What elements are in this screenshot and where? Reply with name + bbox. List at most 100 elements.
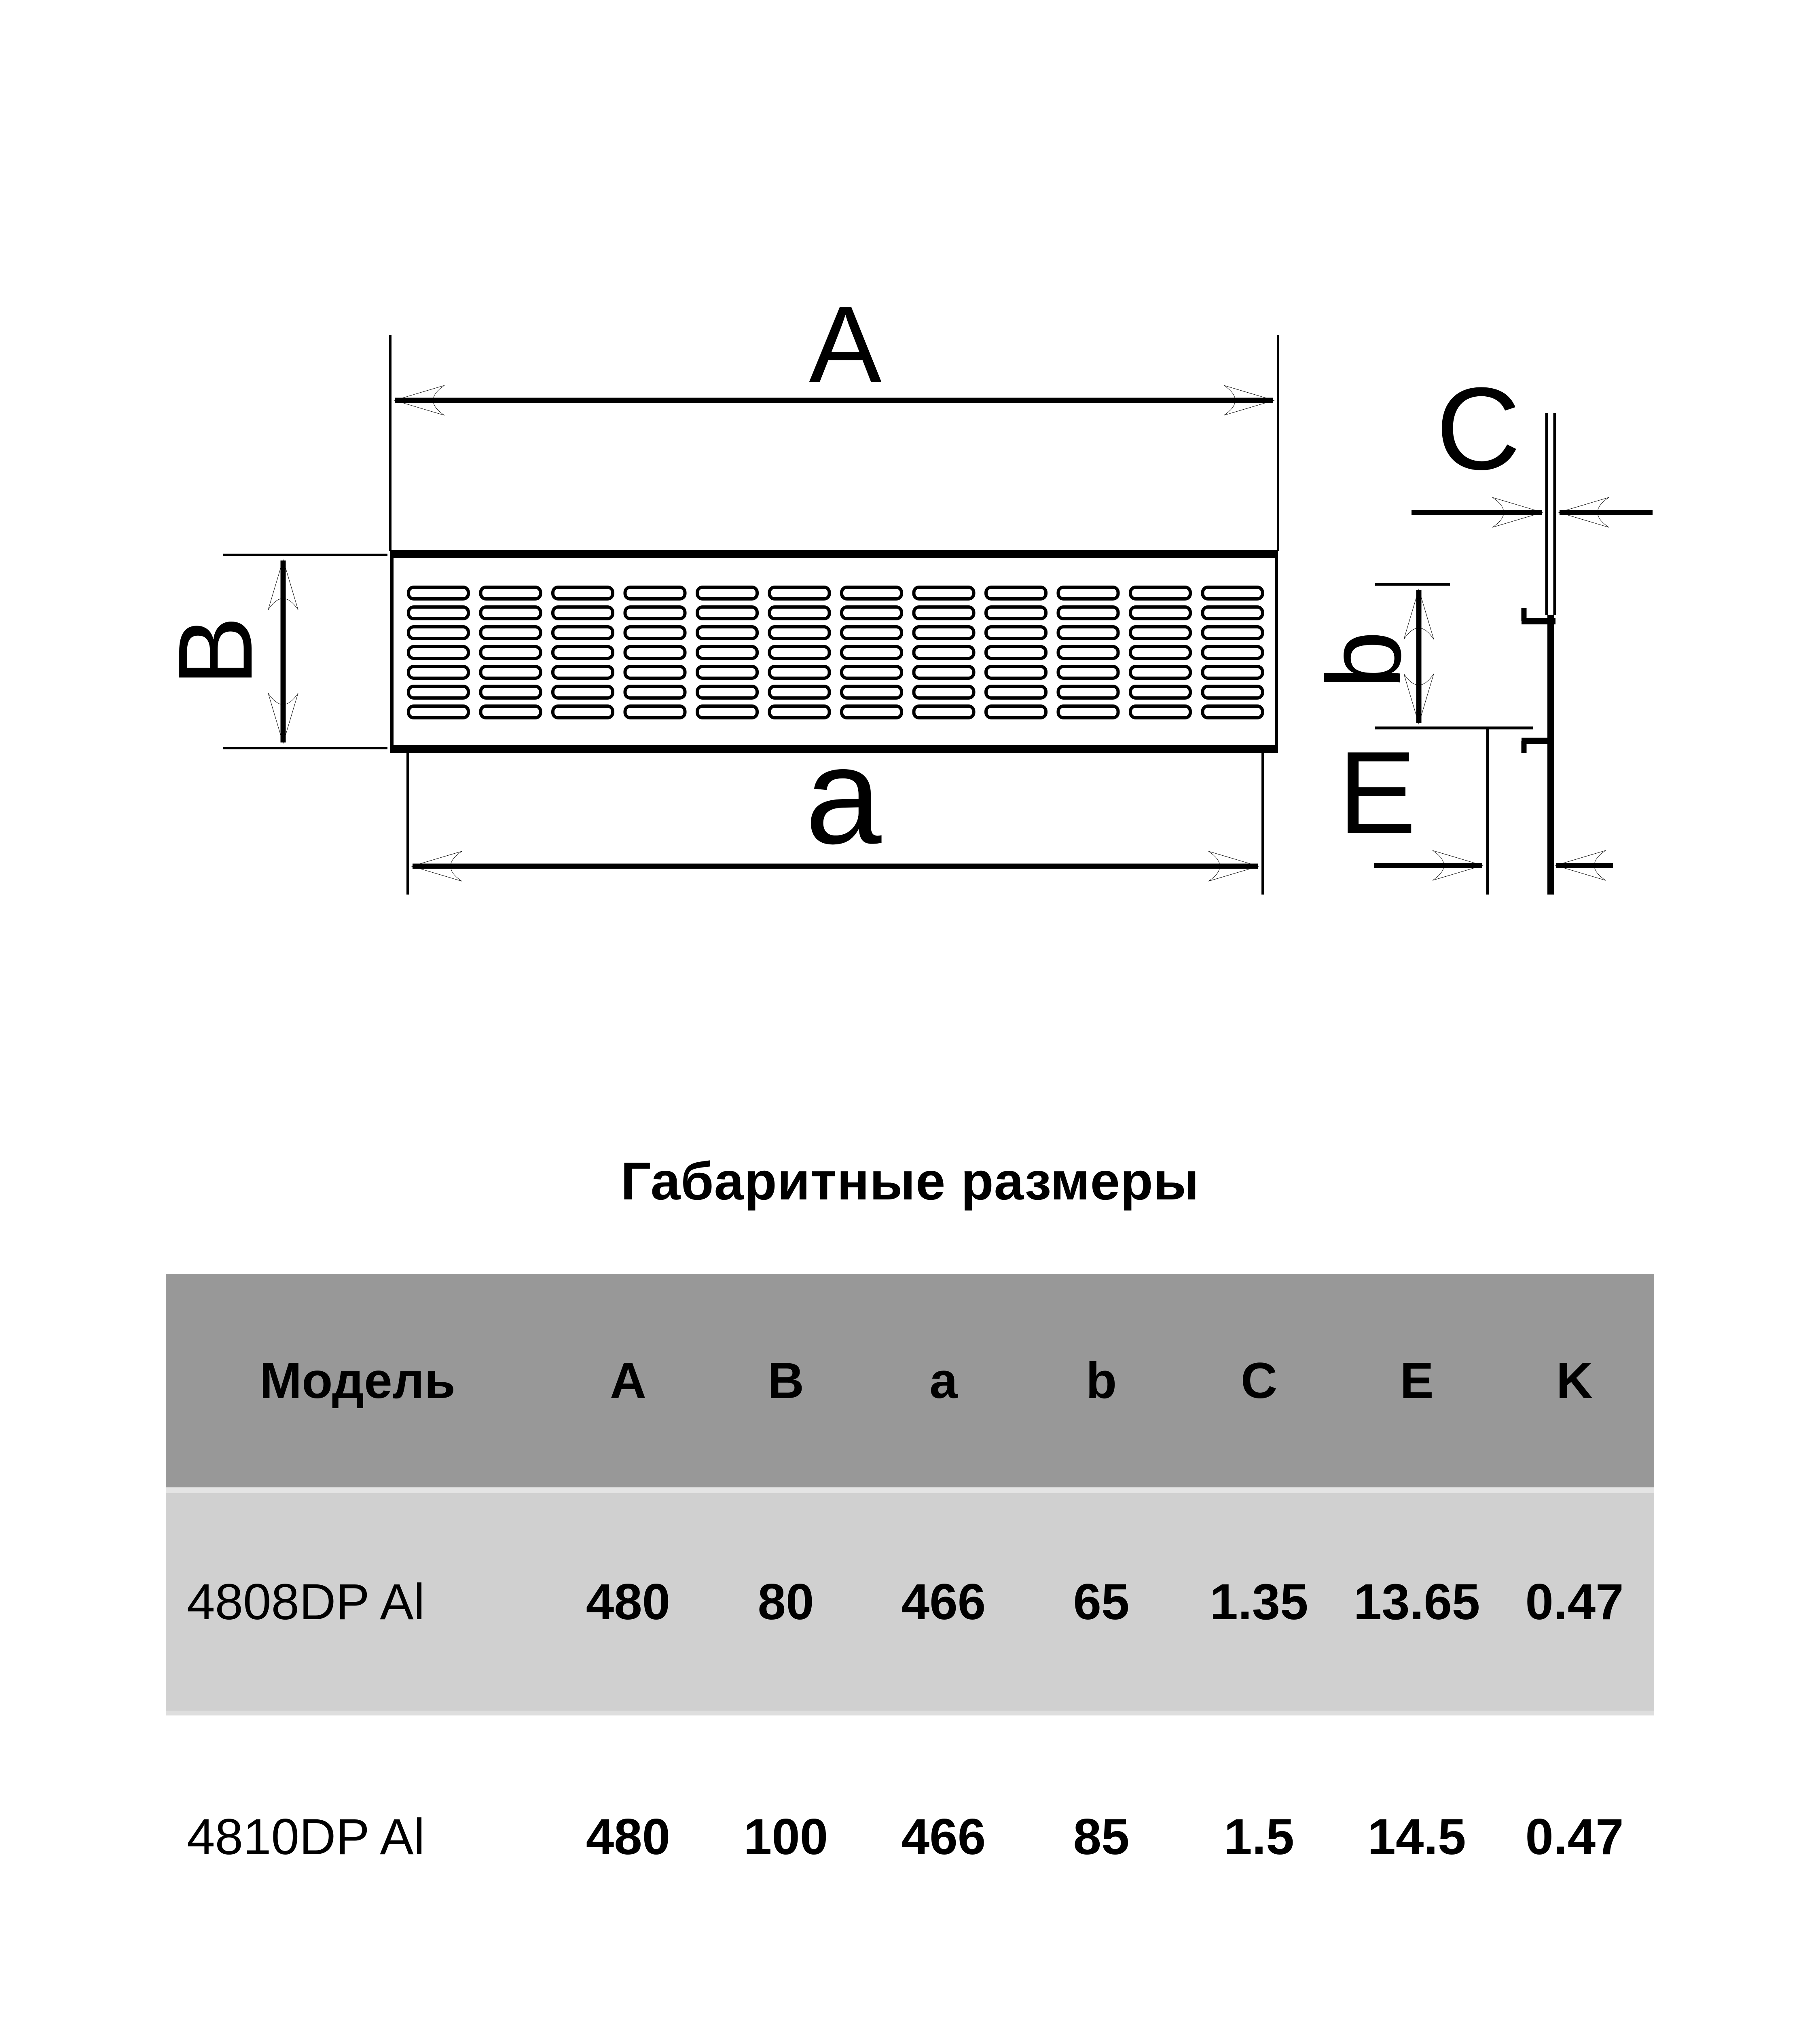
vent-slot — [407, 586, 470, 601]
vent-slot — [768, 704, 831, 719]
dimension-value: 13.65 — [1353, 1574, 1480, 1630]
vent-slot — [551, 605, 614, 620]
vent-slot — [623, 665, 687, 680]
vent-slot — [912, 586, 976, 601]
vent-slot — [407, 645, 470, 660]
dimension-value: 65 — [1073, 1574, 1130, 1630]
vent-slot — [551, 586, 614, 601]
vent-slot — [1056, 586, 1120, 601]
vent-slot — [984, 605, 1048, 620]
vent-slot — [768, 605, 831, 620]
vent-slot — [1201, 685, 1264, 700]
vent-slot — [623, 645, 687, 660]
vent-slot — [984, 586, 1048, 601]
dimension-drawing: A B a C b E — [157, 284, 1653, 895]
vent-slot — [479, 645, 542, 660]
dimension-A: A — [389, 284, 1279, 551]
vent-slot — [479, 625, 542, 640]
header-C: C — [1240, 1352, 1278, 1409]
vent-slot — [479, 586, 542, 601]
vent-slot — [551, 704, 614, 719]
model-name: 4808DP Al — [187, 1574, 425, 1630]
vent-slot — [984, 685, 1048, 700]
vent-slot — [551, 625, 614, 640]
vent-slot — [1056, 685, 1120, 700]
dimension-E-label: E — [1338, 727, 1416, 858]
dimension-a-label: a — [805, 719, 882, 873]
dimension-value: 14.5 — [1367, 1808, 1466, 1865]
vent-slot — [623, 685, 687, 700]
header-E: E — [1400, 1352, 1434, 1409]
grille-side-view — [1375, 413, 1556, 895]
dimension-E: E — [1338, 727, 1613, 881]
grille-front-view — [390, 550, 1278, 753]
vent-slot — [1201, 645, 1264, 660]
vent-slot — [984, 665, 1048, 680]
vent-slot — [840, 704, 903, 719]
vent-slot — [912, 645, 976, 660]
dimension-C-label: C — [1436, 363, 1520, 494]
vent-slot — [984, 704, 1048, 719]
dimension-value: 480 — [586, 1808, 671, 1865]
dimension-value: 480 — [586, 1574, 671, 1630]
vent-slot — [1056, 704, 1120, 719]
vent-slot — [1201, 665, 1264, 680]
header-b: b — [1086, 1352, 1117, 1409]
vent-slot — [912, 605, 976, 620]
vent-slot — [768, 625, 831, 640]
vent-slot — [479, 704, 542, 719]
vent-slot — [696, 586, 759, 601]
vent-slot — [1201, 586, 1264, 601]
vent-slot — [696, 685, 759, 700]
dimension-value: 0.47 — [1525, 1808, 1624, 1865]
dimension-value: 85 — [1073, 1808, 1130, 1865]
dimension-B-label: B — [157, 616, 274, 686]
dimension-value: 1.5 — [1224, 1808, 1294, 1865]
dimension-value: 80 — [758, 1574, 814, 1630]
vent-slot — [768, 685, 831, 700]
dimension-value: 466 — [901, 1808, 986, 1865]
vent-slot — [407, 665, 470, 680]
vent-slot — [479, 665, 542, 680]
vent-slot — [1056, 665, 1120, 680]
vent-slot — [1129, 704, 1192, 719]
dimension-value: 0.47 — [1525, 1574, 1624, 1630]
vent-slot — [623, 586, 687, 601]
vent-slot — [623, 605, 687, 620]
vent-slot — [768, 586, 831, 601]
vent-slot — [1056, 625, 1120, 640]
vent-slot — [984, 625, 1048, 640]
dimension-C: C — [1412, 363, 1653, 528]
vent-slot — [912, 625, 976, 640]
dimension-b-label: b — [1306, 631, 1423, 690]
dimension-value: 466 — [901, 1574, 986, 1630]
header-B: B — [767, 1352, 804, 1409]
header-K: K — [1556, 1352, 1593, 1409]
vent-slot — [1056, 645, 1120, 660]
vent-slot — [623, 625, 687, 640]
vent-slot — [768, 665, 831, 680]
vent-slot — [479, 605, 542, 620]
vent-slot — [1129, 665, 1192, 680]
vent-slot — [840, 645, 903, 660]
vent-slot — [1201, 605, 1264, 620]
vent-slot — [1129, 685, 1192, 700]
dimension-b: b — [1306, 588, 1434, 725]
vent-slot — [1201, 625, 1264, 640]
vent-slot — [407, 704, 470, 719]
vent-slot — [840, 625, 903, 640]
grille-slot-grid — [407, 586, 1264, 719]
vent-slot — [1129, 645, 1192, 660]
dimension-a: a — [406, 719, 1264, 895]
vent-slot — [912, 685, 976, 700]
vent-slot — [696, 625, 759, 640]
vent-slot — [479, 685, 542, 700]
vent-slot — [551, 645, 614, 660]
vent-slot — [984, 645, 1048, 660]
vent-slot — [1129, 605, 1192, 620]
vent-slot — [551, 665, 614, 680]
